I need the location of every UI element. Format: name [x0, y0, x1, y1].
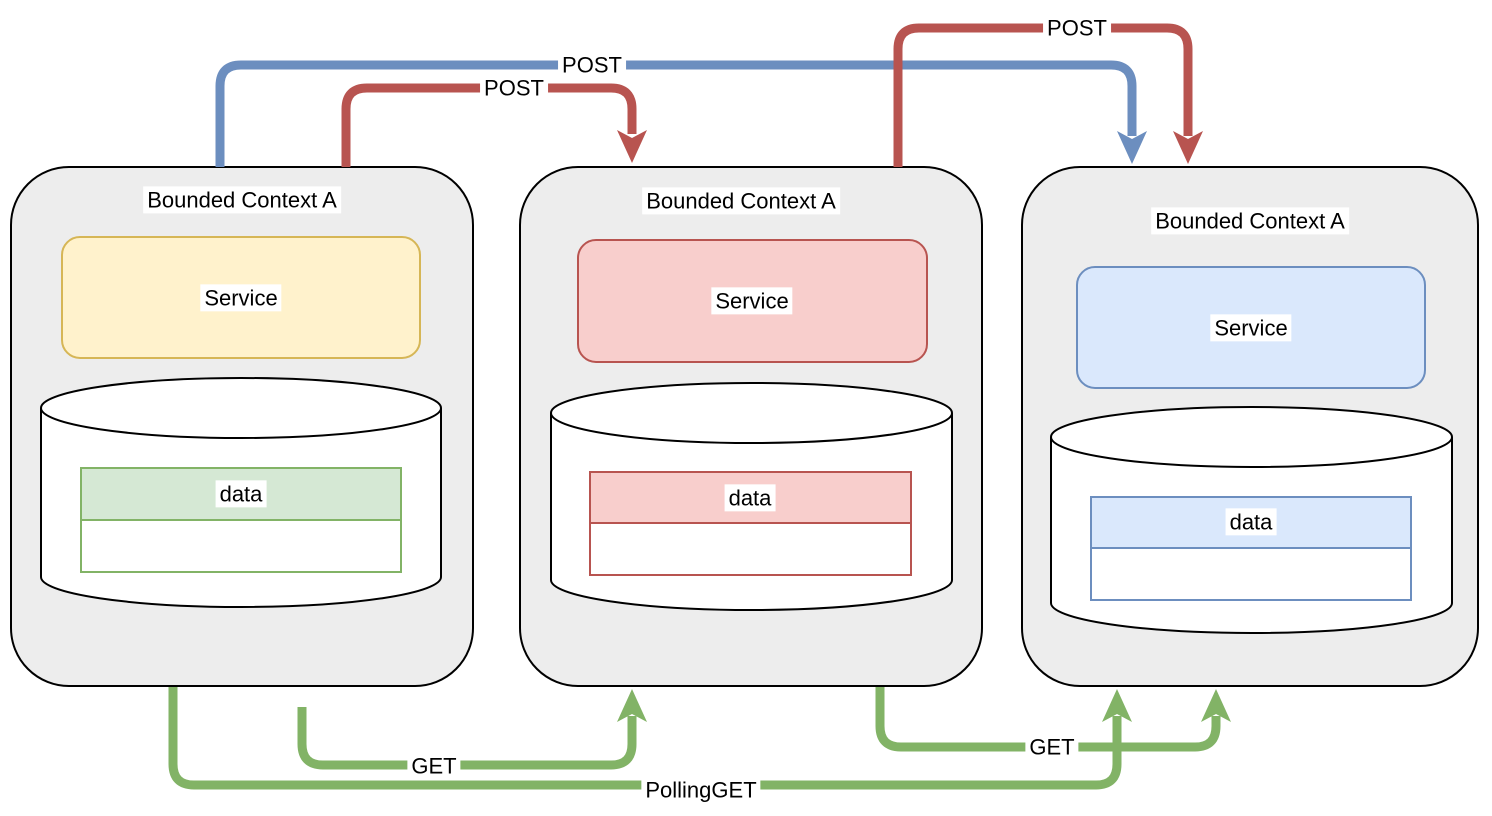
- arrow-post-blue: [215, 60, 1137, 167]
- service-label-3: Service: [1210, 314, 1292, 342]
- arrowhead-get-2: [1201, 689, 1231, 722]
- pollingget-label: PollingGET: [641, 776, 761, 804]
- get-label-1: GET: [407, 752, 461, 780]
- data-table-row-2: [589, 522, 912, 576]
- post-label-red-2: POST: [1043, 14, 1111, 42]
- arrowhead-post-red-2: [1173, 131, 1203, 164]
- arrow-get-1: [297, 707, 637, 770]
- get-label-2: GET: [1025, 733, 1079, 761]
- data-table-row-3: [1090, 547, 1412, 601]
- post-label-red-1: POST: [480, 74, 548, 102]
- data-label-1: data: [215, 480, 267, 508]
- bounded-context-title-2: Bounded Context A: [642, 187, 840, 215]
- data-label-3: data: [1225, 508, 1277, 536]
- arrowhead-get-1: [617, 689, 647, 722]
- service-label-1: Service: [200, 284, 282, 312]
- bounded-context-title-1: Bounded Context A: [143, 186, 341, 214]
- post-label-blue: POST: [558, 51, 626, 79]
- arrow-pollingget: [168, 687, 1122, 790]
- service-label-2: Service: [711, 287, 793, 315]
- arrowhead-pollingget: [1102, 689, 1132, 722]
- bounded-context-title-3: Bounded Context A: [1151, 207, 1349, 235]
- arrowhead-post-blue: [1117, 131, 1147, 164]
- arrowhead-post-red-1: [617, 130, 647, 163]
- arrow-post-red-2: [893, 23, 1193, 167]
- data-label-2: data: [724, 484, 776, 512]
- data-table-row-1: [80, 519, 402, 573]
